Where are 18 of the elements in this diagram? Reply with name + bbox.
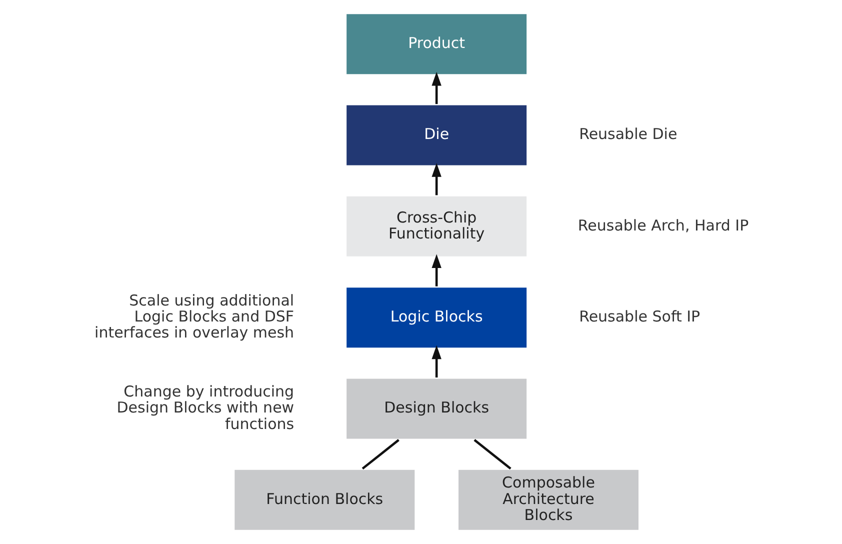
node-box: Die	[344, 102, 529, 168]
label: Scale using additional Logic Blocks and DSF interfaces in overlay mesh	[94, 291, 294, 342]
label: Reusable Soft IP	[579, 308, 700, 326]
arrow	[432, 345, 442, 378]
node-box: Design Blocks	[344, 376, 529, 442]
connector	[474, 439, 512, 470]
label: Reusable Arch, Hard IP	[578, 216, 749, 234]
node-box: Composable Architecture Blocks	[456, 468, 641, 532]
node-box: Product	[344, 12, 529, 76]
arrow	[432, 72, 442, 104]
arrow	[432, 162, 442, 196]
node-box: Function Blocks	[232, 468, 417, 532]
node-box: Cross-Chip Functionality	[344, 194, 529, 259]
node-box: Logic Blocks	[344, 285, 529, 350]
arrow	[432, 254, 442, 286]
label: Change by introducing Design Blocks with new functions	[116, 382, 294, 433]
label: Reusable Die	[579, 125, 678, 144]
connector	[362, 439, 400, 470]
